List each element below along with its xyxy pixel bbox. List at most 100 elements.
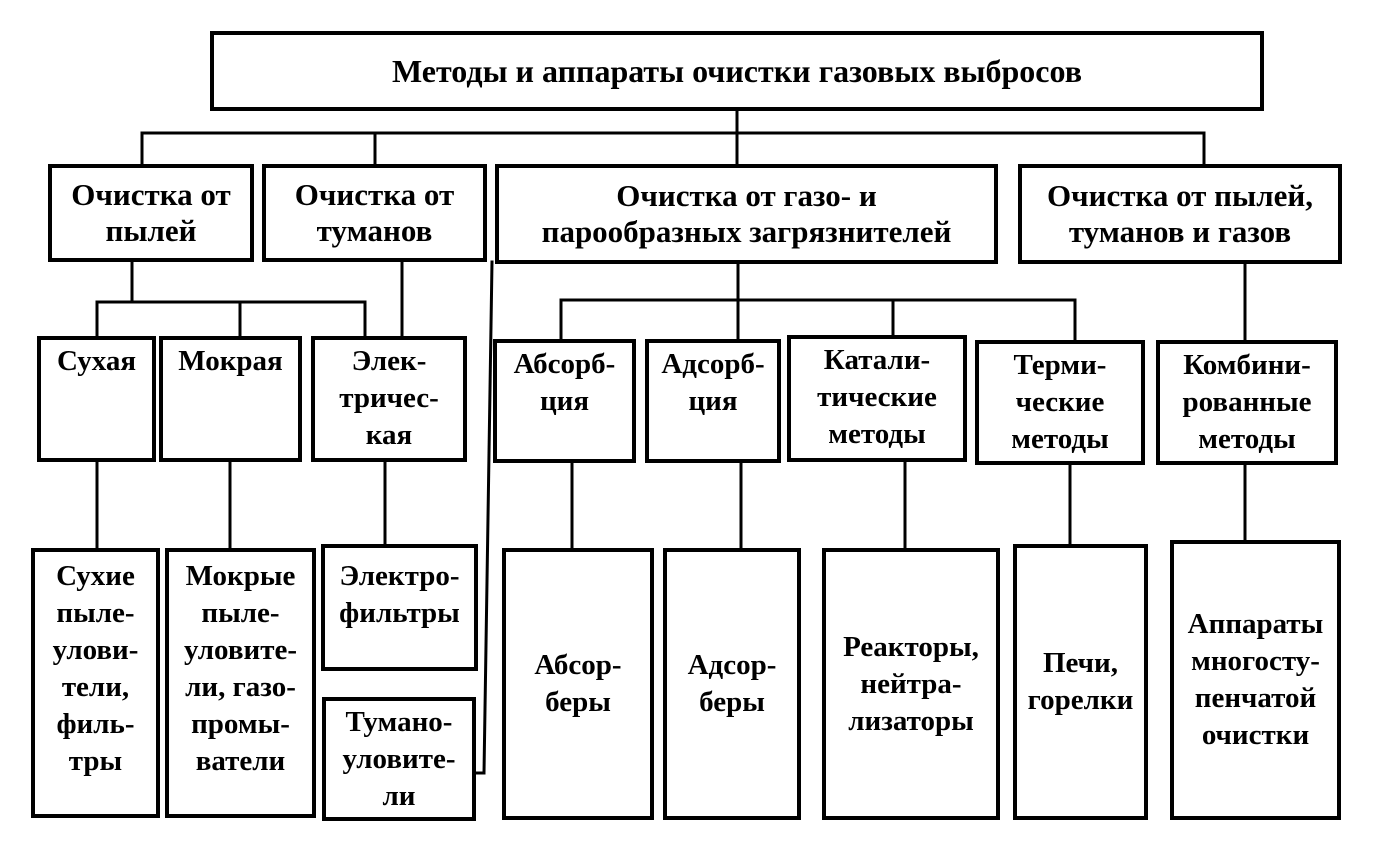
node-text-line: Очистка от пылей,	[1047, 178, 1313, 213]
node-text-line: горелки	[1027, 684, 1134, 716]
node-label: Печи, горелки	[1028, 645, 1134, 719]
node-text-line: рованные	[1182, 386, 1312, 418]
node-text-line: филь-	[56, 708, 135, 740]
node-text-line: беры	[699, 686, 765, 718]
node-text-line: ция	[688, 385, 738, 417]
node-text-line: пыле-	[201, 597, 280, 629]
method-catalytic: Катали- тические методы	[787, 335, 967, 462]
method-wet: Мокрая	[159, 336, 302, 462]
group-mist: Очистка от туманов	[262, 164, 487, 262]
node-text-line: пенчатой	[1194, 682, 1317, 714]
apparatus-reactors-neutralizers: Реакторы, нейтра- лизаторы	[822, 548, 1000, 820]
node-label: Мокрая	[178, 343, 283, 380]
node-text-line: Очистка от	[71, 177, 231, 212]
node-text-line: ция	[539, 385, 590, 417]
node-text-line: уловите-	[184, 634, 297, 666]
node-label: Адсор- беры	[688, 647, 777, 721]
node-text-line: Абсорб-	[513, 348, 616, 380]
node-text-line: методы	[828, 418, 926, 450]
apparatus-mist-catchers: Тумано- уловите- ли	[322, 697, 476, 821]
node-text-line: Реакторы,	[843, 630, 979, 663]
node-text-line: Комбини-	[1183, 349, 1311, 381]
node-label: Сухие пыле- улови- тели, филь- тры	[53, 558, 139, 780]
node-text-line: Сухая	[56, 345, 137, 377]
node-text-line: беры	[545, 686, 611, 718]
apparatus-adsorbers: Адсор- беры	[663, 548, 801, 820]
node-text-line: фильтры	[339, 597, 460, 629]
apparatus-multistage-cleaning: Аппараты многосту- пенчатой очистки	[1170, 540, 1341, 820]
group-combined: Очистка от пылей, туманов и газов	[1018, 164, 1342, 264]
node-label: Катали- тические методы	[817, 342, 937, 453]
apparatus-furnaces-burners: Печи, горелки	[1013, 544, 1148, 820]
node-text-line: тические	[817, 381, 937, 413]
node-text-line: промы-	[191, 708, 290, 740]
node-text-line: тричес-	[339, 382, 439, 414]
node-text-line: Тумано-	[345, 706, 453, 738]
node-text-line: Мокрые	[185, 560, 296, 592]
node-text-line: тели,	[61, 671, 130, 703]
node-text-line: тры	[68, 745, 123, 777]
method-thermal: Терми- ческие методы	[975, 340, 1145, 465]
node-label: Методы и аппараты очистки газовых выброс…	[392, 53, 1082, 89]
node-label: Тумано- уловите- ли	[343, 704, 456, 815]
node-text-line: лизаторы	[848, 704, 974, 737]
apparatus-dry-dust-collectors: Сухие пыле- улови- тели, филь- тры	[31, 548, 160, 818]
node-label: Очистка от туманов	[295, 177, 454, 249]
node-text-line: методы	[1011, 423, 1109, 455]
node-text-line: ватели	[195, 745, 286, 777]
node-label: Элек- тричес- кая	[339, 343, 439, 454]
node-label: Очистка от газо- и парообразных загрязни…	[542, 178, 952, 250]
node-label: Очистка от пылей	[71, 177, 230, 249]
root-node: Методы и аппараты очистки газовых выброс…	[210, 31, 1264, 111]
apparatus-absorbers: Абсор- беры	[502, 548, 654, 820]
node-text-line: туманов и газов	[1068, 214, 1292, 249]
node-text-line: Методы и аппараты очистки газовых выброс…	[392, 53, 1082, 89]
node-text-line: Очистка от	[294, 177, 455, 212]
node-text-line: нейтра-	[860, 667, 962, 700]
node-text-line: многосту-	[1191, 645, 1320, 677]
node-text-line: ли, газо-	[185, 671, 296, 703]
node-text-line: пылей	[105, 213, 197, 248]
node-label: Аппараты многосту- пенчатой очистки	[1188, 606, 1324, 754]
method-electric: Элек- тричес- кая	[311, 336, 467, 462]
group-dust: Очистка от пылей	[48, 164, 254, 262]
node-text-line: туманов	[316, 213, 433, 248]
node-text-line: Адсор-	[687, 649, 777, 681]
node-text-line: Печи,	[1042, 647, 1118, 679]
node-text-line: Мокрая	[178, 345, 283, 377]
node-label: Абсор- беры	[534, 647, 621, 721]
method-absorption: Абсорб- ция	[493, 339, 636, 463]
node-text-line: ли	[382, 780, 416, 812]
node-text-line: Электро-	[339, 560, 460, 592]
node-label: Терми- ческие методы	[1011, 347, 1108, 458]
node-text-line: пыле-	[56, 597, 135, 629]
node-text-line: Элек-	[351, 345, 427, 377]
node-text-line: уловите-	[342, 743, 456, 775]
node-text-line: Адсорб-	[661, 348, 765, 380]
method-combined: Комбини- рованные методы	[1156, 340, 1338, 465]
node-text-line: очистки	[1201, 719, 1310, 751]
node-label: Мокрые пыле- уловите- ли, газо- промы- в…	[184, 558, 297, 780]
group-gas-vapor: Очистка от газо- и парообразных загрязни…	[495, 164, 998, 264]
node-label: Абсорб- ция	[514, 346, 616, 420]
node-label: Адсорб- ция	[661, 346, 764, 420]
node-label: Реакторы, нейтра- лизаторы	[843, 629, 979, 740]
node-label: Электро- фильтры	[339, 558, 460, 632]
node-text-line: ческие	[1015, 386, 1105, 418]
node-text-line: Аппараты	[1187, 608, 1324, 640]
node-label: Комбини- рованные методы	[1183, 347, 1312, 458]
node-text-line: Катали-	[823, 344, 931, 376]
node-text-line: Терми-	[1013, 349, 1107, 381]
node-label: Сухая	[57, 343, 136, 380]
node-text-line: Абсор-	[534, 649, 622, 681]
node-text-line: улови-	[52, 634, 139, 666]
method-dry: Сухая	[37, 336, 156, 462]
node-text-line: методы	[1198, 423, 1296, 455]
node-text-line: Очистка от газо- и	[616, 178, 877, 213]
node-text-line: кая	[365, 419, 413, 451]
apparatus-wet-dust-collectors: Мокрые пыле- уловите- ли, газо- промы- в…	[165, 548, 316, 818]
node-text-line: Сухие	[56, 560, 135, 592]
apparatus-electrofilters: Электро- фильтры	[321, 544, 478, 671]
